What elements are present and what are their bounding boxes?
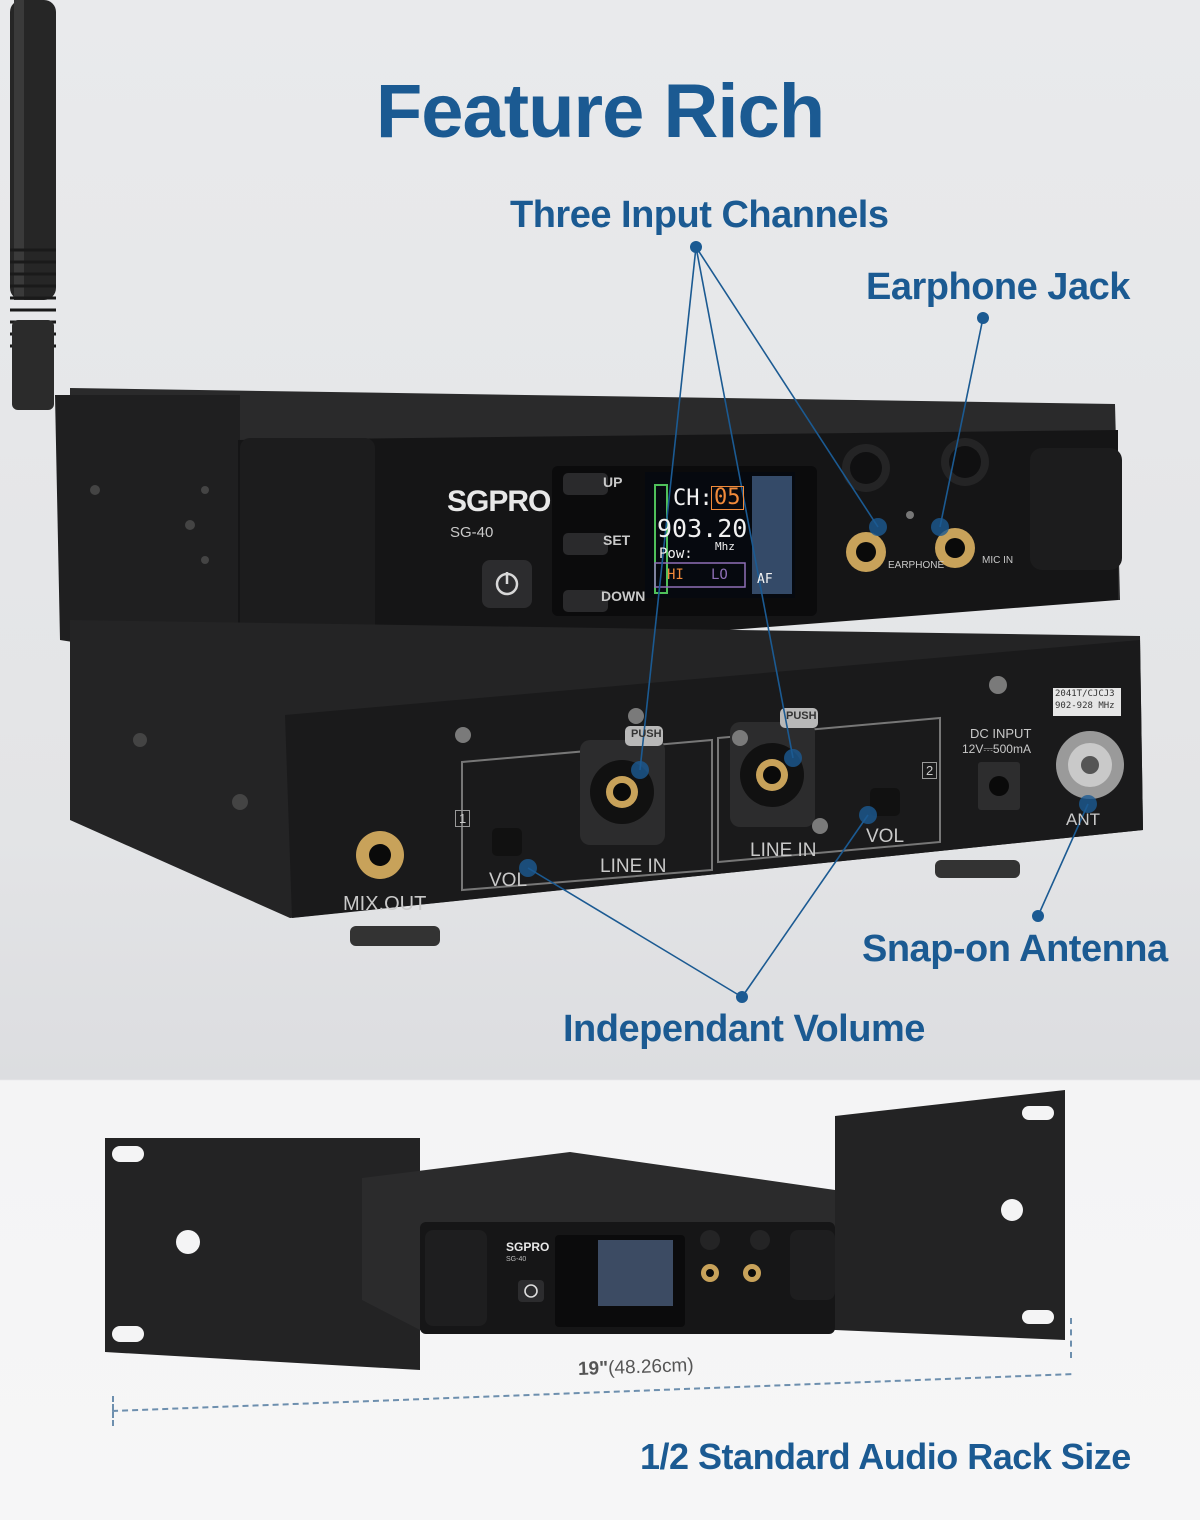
callout-dots <box>519 241 1097 1003</box>
callout-snap-on-antenna: Snap-on Antenna <box>862 928 1168 970</box>
down-button-label[interactable]: DOWN <box>601 588 646 604</box>
mic-in-label: MIC IN <box>982 555 1014 566</box>
device-illustration <box>10 0 1143 1003</box>
rear-panel-unit <box>70 620 1143 946</box>
af-label: AF <box>757 572 773 587</box>
rack-size-caption: 1/2 Standard Audio Rack Size <box>640 1436 1131 1477</box>
ant-label: ANT <box>1066 810 1100 829</box>
power-lo: LO <box>711 567 728 583</box>
frequency-sticker-line2: 902-928 MHz <box>1055 701 1115 711</box>
frequency-value: 903.20 <box>657 514 748 543</box>
dc-input-label: DC INPUT <box>970 726 1032 741</box>
push-tab-2: PUSH <box>786 710 817 722</box>
rack-width-inches: 19" <box>577 1357 609 1381</box>
rack-brand-logo: SGPRO <box>506 1240 550 1254</box>
channel-label: CH: <box>673 486 713 511</box>
channel-value: 05 <box>711 486 744 510</box>
antenna <box>10 0 56 410</box>
rack-model-label: SG-40 <box>506 1256 527 1263</box>
lcd-display: CH: 05 903.20 Mhz Pow: HI LO AF <box>645 472 795 598</box>
earphone-jack-label: EARPHONE <box>888 560 945 571</box>
power-hi: HI <box>667 567 684 583</box>
callout-earphone-jack: Earphone Jack <box>866 266 1130 308</box>
callout-three-input-channels: Three Input Channels <box>510 194 889 236</box>
channel-1-marker: 1 <box>455 810 471 827</box>
page-title: Feature Rich <box>375 69 825 154</box>
up-button-label[interactable]: UP <box>603 474 623 490</box>
frequency-unit: Mhz <box>715 540 735 553</box>
dc-rating-label: 12V⎓500mA <box>962 742 1031 756</box>
ch2-vol-label: VOL <box>866 826 905 847</box>
callout-lines <box>527 246 1089 998</box>
channel-2-marker: 2 <box>922 762 938 779</box>
ch2-line-in-label: LINE IN <box>750 840 817 861</box>
callout-independent-volume: Independant Volume <box>563 1008 925 1050</box>
rack-illustration <box>105 1090 1065 1370</box>
brand-logo: SGPRO <box>447 485 551 518</box>
model-label: SG-40 <box>450 524 494 541</box>
rack-width-label: 19"(48.26cm) <box>578 1355 694 1381</box>
ch1-line-in-label: LINE IN <box>600 856 667 877</box>
rack-width-cm: (48.26cm) <box>607 1354 695 1379</box>
dimension-tick-left <box>112 1396 114 1426</box>
power-label: Pow: <box>659 546 693 562</box>
mix-out-label: MIX.OUT <box>343 893 427 915</box>
frequency-sticker-line1: 2041T/CJCJ3 <box>1055 689 1115 699</box>
dimension-tick-right <box>1070 1318 1072 1358</box>
push-tab-1: PUSH <box>631 728 662 740</box>
set-button-label[interactable]: SET <box>603 532 631 548</box>
ch1-vol-label: VOL <box>489 870 528 891</box>
